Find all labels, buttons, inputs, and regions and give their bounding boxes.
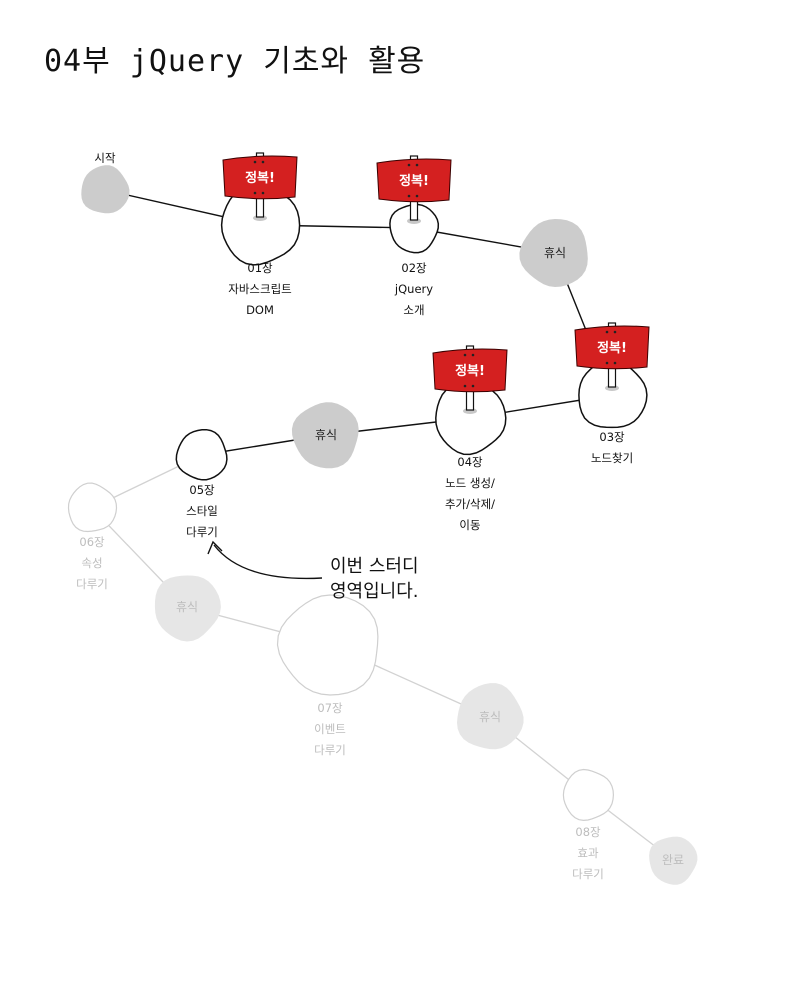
flag-nail-ch04-0: [463, 353, 467, 357]
flag-nail-ch03-1: [613, 330, 617, 334]
node-label-ch06-line-0: 06장: [79, 535, 105, 549]
flag-text-ch01: 정복!: [245, 170, 275, 186]
node-ch02: [389, 203, 440, 254]
flag-nail-ch04-1: [471, 353, 475, 357]
node-rest3: [154, 575, 221, 642]
flag-nail-ch03-3: [613, 361, 617, 365]
node-label-rest2: 휴식: [315, 428, 337, 442]
node-label-finish: 완료: [662, 853, 684, 867]
conquered-flag-ch03: [574, 325, 650, 370]
node-label-ch07-line-0: 07장: [317, 701, 343, 715]
conquered-flag-ch04: [432, 348, 508, 393]
node-rest1: [519, 219, 588, 287]
roadmap-paths: [91, 189, 674, 861]
node-label-ch04-line-2: 추가/삭제/: [445, 497, 495, 511]
node-label-ch07-line-1: 이벤트: [314, 722, 346, 736]
node-label-ch08-line-1: 효과: [577, 846, 599, 860]
node-ch07: [276, 594, 379, 696]
flag-nail-ch01-1: [261, 160, 265, 164]
node-label-ch06-line-1: 속성: [81, 556, 102, 570]
flag-nail-ch02-0: [407, 163, 411, 167]
node-label-ch08-line-2: 다루기: [572, 867, 604, 881]
node-finish: [649, 836, 698, 885]
node-label-ch04-line-1: 노드 생성/: [445, 476, 495, 490]
node-ch08: [562, 768, 615, 822]
node-label-ch03-line-0: 03장: [599, 430, 625, 444]
node-label-ch06-line-2: 다루기: [76, 577, 108, 591]
flag-nail-ch02-1: [415, 163, 419, 167]
page-title: 04부 jQuery 기초와 활용: [44, 44, 426, 79]
annotation-line-1: 영역입니다.: [330, 581, 419, 602]
node-label-ch05-line-1: 스타일: [186, 504, 218, 518]
flag-nail-ch01-3: [261, 191, 265, 195]
annotation-line-0: 이번 스터디: [330, 556, 419, 577]
node-label-rest4: 휴식: [479, 710, 501, 724]
node-ch05: [175, 428, 228, 481]
conquered-flags: 정복! 정복! 정복! 정복!: [222, 152, 650, 414]
node-label-start-line-0: 시작: [94, 151, 116, 165]
flag-nail-ch02-2: [407, 194, 411, 198]
node-rest2: [291, 402, 359, 469]
flag-nail-ch04-2: [463, 384, 467, 388]
node-label-ch05-line-2: 다루기: [186, 525, 218, 539]
node-label-ch04-line-0: 04장: [457, 455, 483, 469]
flag-nail-ch02-3: [415, 194, 419, 198]
conquered-flag-ch02: [376, 158, 452, 203]
node-label-ch08-line-0: 08장: [575, 825, 601, 839]
node-label-ch02-line-0: 02장: [401, 261, 427, 275]
annotation-arrow: [213, 544, 323, 580]
flag-nail-ch04-3: [471, 384, 475, 388]
node-label-ch01-line-0: 01장: [247, 261, 273, 275]
node-label-rest1: 휴식: [544, 246, 566, 260]
node-label-rest3: 휴식: [176, 600, 198, 614]
node-label-ch03-line-1: 노드찾기: [591, 451, 633, 465]
flag-text-ch03: 정복!: [597, 340, 627, 356]
node-label-ch02-line-1: jQuery: [394, 282, 433, 296]
flag-nail-ch03-2: [605, 361, 609, 365]
node-label-ch04-line-3: 이동: [459, 518, 480, 532]
conquered-flag-ch01: [222, 155, 298, 200]
flag-text-ch04: 정복!: [455, 363, 485, 379]
flag-nail-ch01-0: [253, 160, 257, 164]
node-ch06: [67, 482, 118, 533]
node-label-ch01-line-2: DOM: [246, 303, 274, 317]
node-rest4: [457, 683, 524, 750]
node-label-ch02-line-2: 소개: [403, 303, 424, 317]
annotation-arrowhead: [207, 540, 223, 555]
node-label-ch01-line-1: 자바스크립트: [228, 282, 291, 296]
node-labels: 시작01장자바스크립트DOM02장jQuery소개휴식03장노드찾기04장노드 …: [76, 151, 684, 881]
flag-nail-ch01-2: [253, 191, 257, 195]
flag-nail-ch03-0: [605, 330, 609, 334]
flag-text-ch02: 정복!: [399, 173, 429, 189]
node-label-ch05-line-0: 05장: [189, 483, 215, 497]
roadmap-nodes: [67, 165, 698, 885]
node-start: [81, 165, 130, 214]
node-label-ch07-line-2: 다루기: [314, 743, 346, 757]
